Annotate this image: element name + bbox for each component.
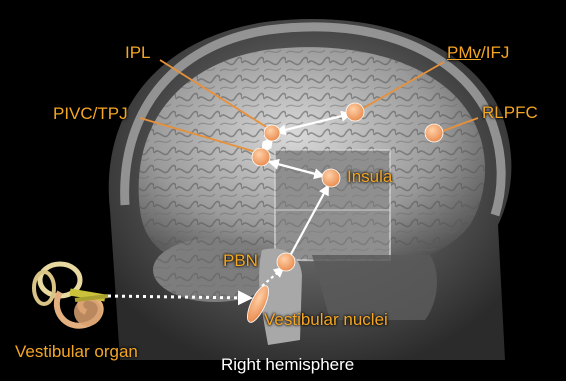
node-rlpfc — [425, 124, 443, 142]
label-pbn: PBN — [223, 252, 258, 269]
caption-right-hemisphere: Right hemisphere — [221, 356, 354, 373]
node-insula — [322, 169, 340, 187]
node-ipl — [264, 125, 280, 141]
label-pmv-prefix: PMv — [447, 43, 481, 62]
label-pmv-suffix: /IFJ — [481, 43, 509, 62]
node-pivc — [252, 148, 270, 166]
node-pmv — [346, 103, 364, 121]
label-pivc-tpj: PIVC/TPJ — [53, 105, 128, 122]
label-rlpfc: RLPFC — [482, 104, 538, 121]
arrow-organ-nuclei — [108, 296, 250, 298]
label-vestibular-organ: Vestibular organ — [15, 343, 138, 360]
label-ipl: IPL — [125, 44, 151, 61]
label-vestibular-nuclei: Vestibular nuclei — [264, 311, 388, 328]
label-pmv-ifj: PMv/IFJ — [447, 44, 509, 61]
vestibular-organ-illustration — [34, 264, 108, 326]
node-pbn — [277, 253, 295, 271]
label-insula: Insula — [347, 168, 392, 185]
